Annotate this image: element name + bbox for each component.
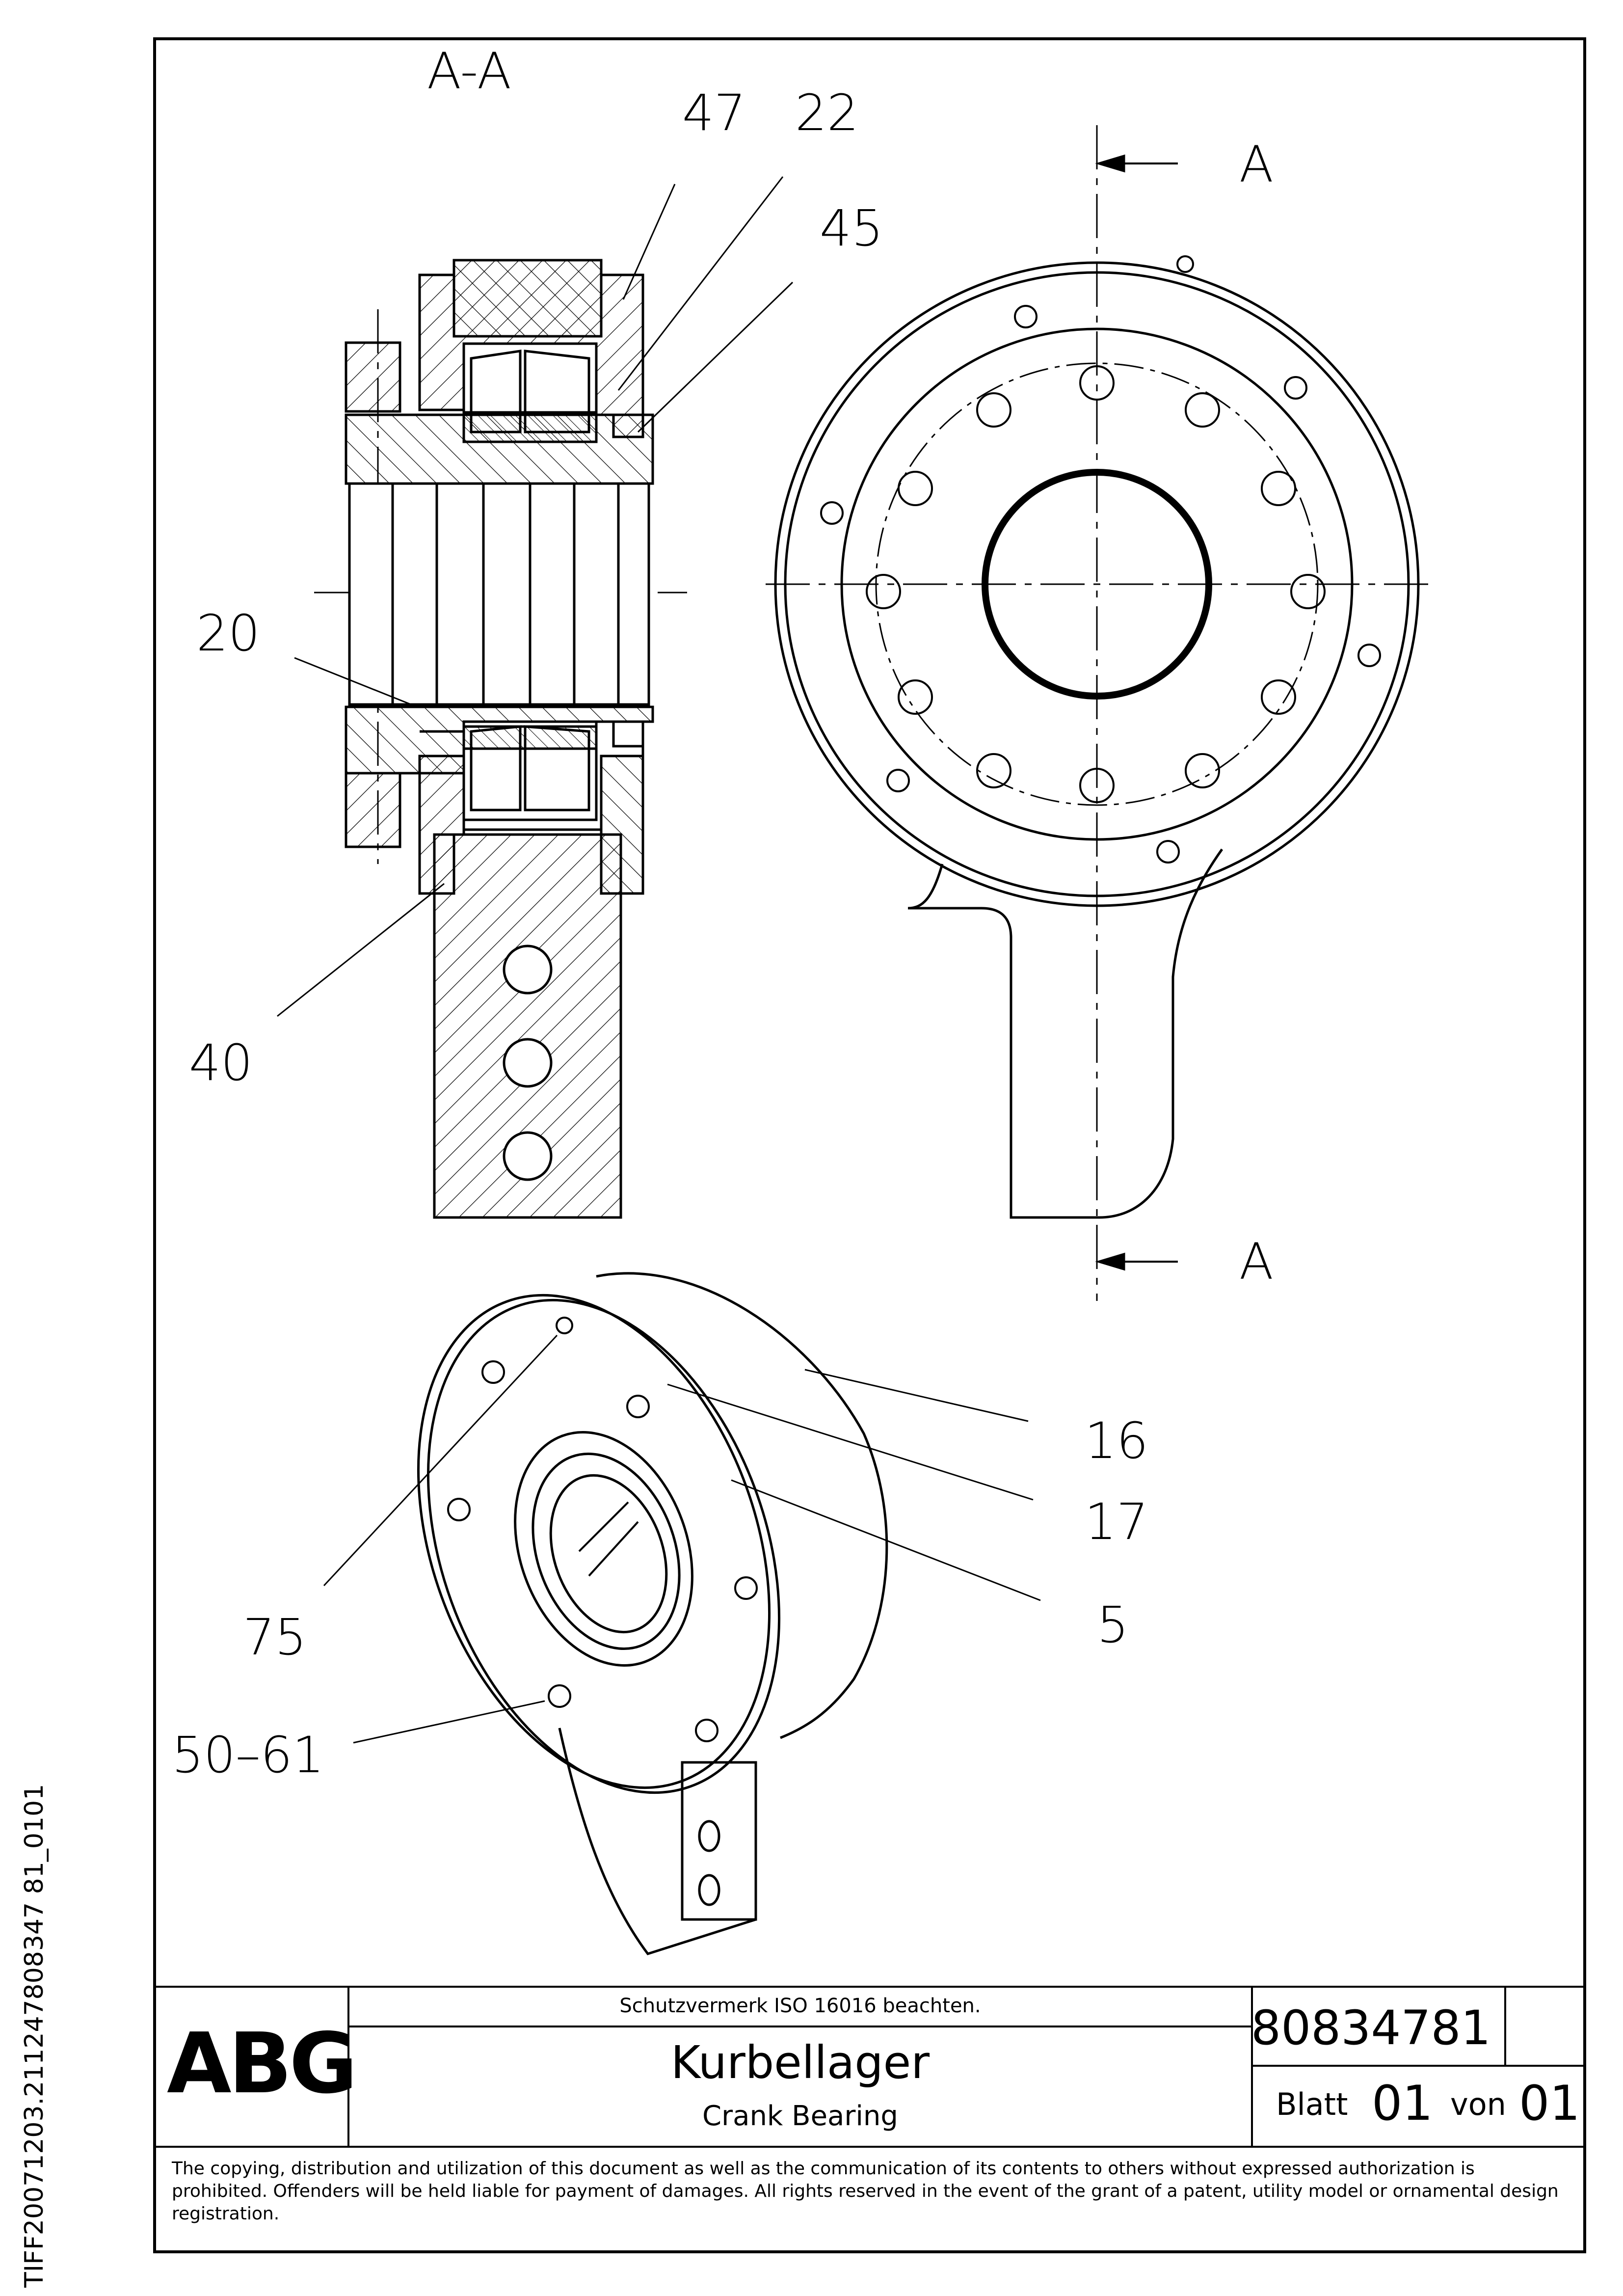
title-english: Crank Bearing [702, 2100, 898, 2132]
side-identifier: TIFF20071203.211247808347 81_0101 [20, 1783, 49, 2288]
callout-16: 16 [1085, 1412, 1148, 1470]
drawing-number: 80834781 [1251, 2000, 1491, 2055]
front-view [766, 125, 1433, 1301]
sheet-number: 01 [1372, 2076, 1433, 2132]
drawing-frame [153, 37, 1586, 2253]
sheet-cell [1251, 2065, 1586, 2148]
callout-40: 40 [189, 1034, 253, 1092]
section-label: A-A [427, 42, 511, 101]
callout-22: 22 [795, 84, 859, 142]
callout-75: 75 [243, 1608, 307, 1667]
callout-5: 5 [1097, 1596, 1129, 1654]
legal-notice: The copying, distribution and utilizatio… [172, 2159, 1559, 2224]
callout-20: 20 [196, 604, 260, 663]
callout-45: 45 [820, 199, 883, 258]
protection-note: Schutzvermerk ISO 16016 beachten. [619, 1995, 981, 2017]
cut-label-bottom: A [1239, 1233, 1274, 1291]
sheet-label: Blatt [1276, 2086, 1348, 2122]
leader-lines [277, 176, 1041, 1744]
of-label: von [1450, 2086, 1506, 2122]
callout-47: 47 [682, 84, 746, 142]
title-german: Kurbellager [670, 2036, 930, 2089]
logo: ABG [167, 2015, 358, 2112]
callout-50-61: 50–61 [172, 1726, 324, 1784]
section-view-a-a [314, 259, 687, 1219]
cut-label-top: A [1239, 135, 1274, 194]
isometric-view [417, 1272, 888, 1955]
sheet-total: 01 [1519, 2076, 1580, 2132]
callout-17: 17 [1085, 1493, 1148, 1551]
